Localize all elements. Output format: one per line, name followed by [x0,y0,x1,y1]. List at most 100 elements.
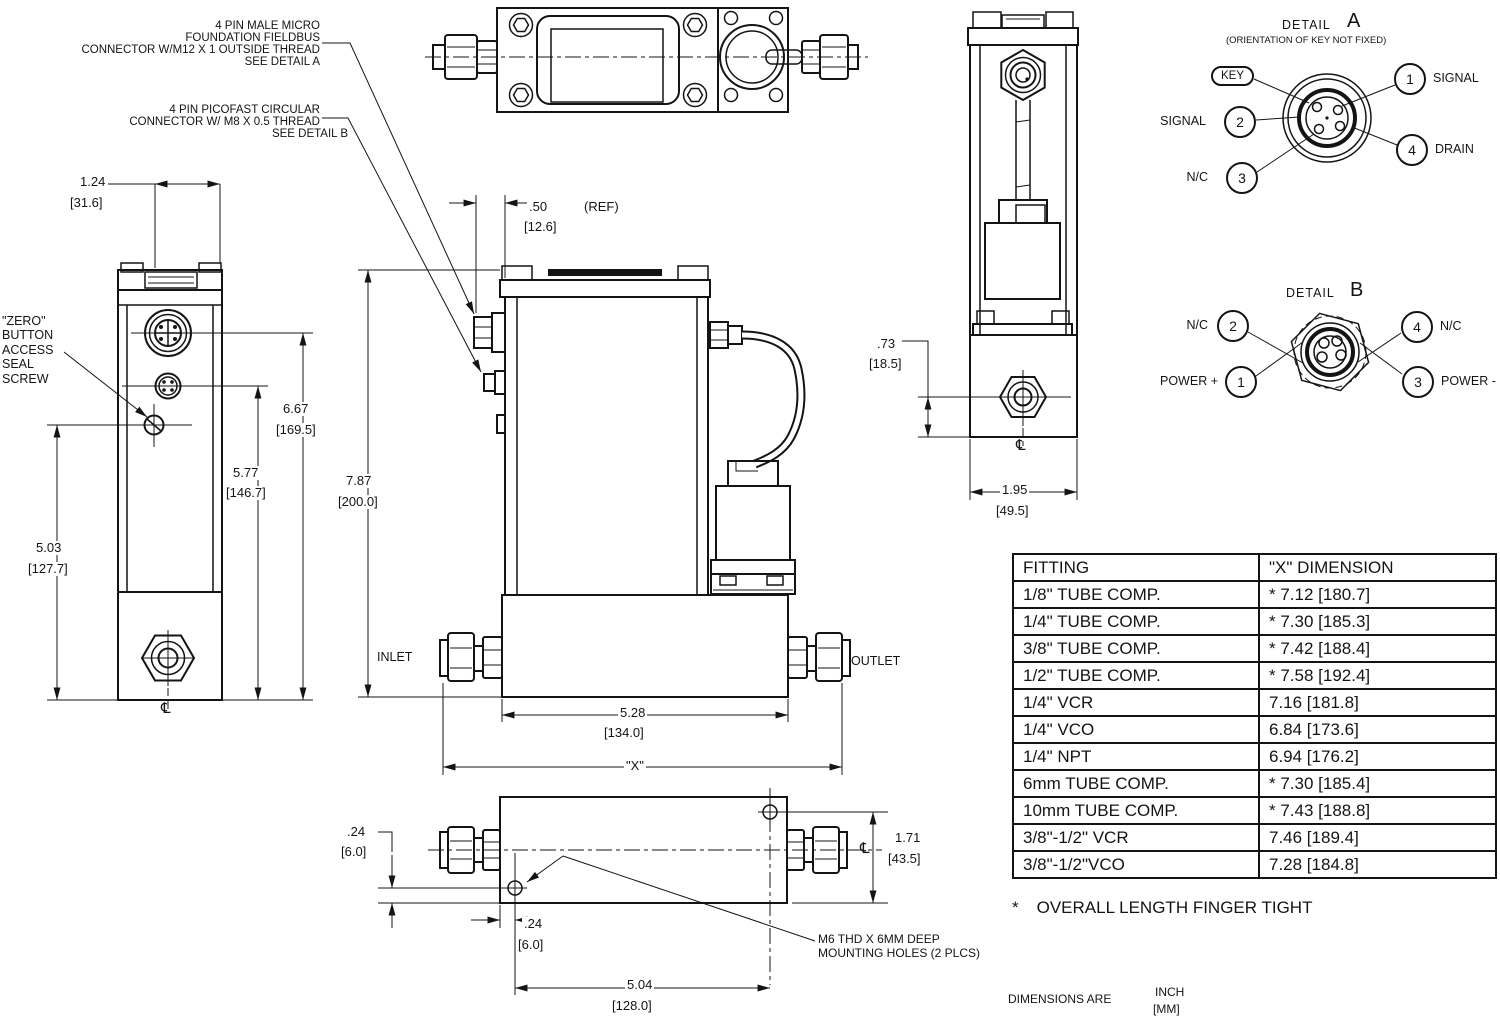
ref-label: (REF) [584,199,619,214]
table-footnote: * OVERALL LENGTH FINGER TIGHT [1012,899,1312,917]
front-view [47,180,313,710]
key-marker: KEY [1211,66,1255,86]
callout-line: FOUNDATION FIELDBUS [185,32,320,45]
dim-0-73-mm: [18.5] [869,356,902,371]
callout-zero-button: "ZERO" BUTTON ACCESS SEAL SCREW [2,314,54,386]
outlet-fitting-bottom [786,826,848,874]
dim-5-28-in: 5.28 [618,705,648,720]
pin-label-drain-4: DRAIN [1435,142,1474,156]
units-inch-label: INCH [1155,985,1185,999]
pin-balloon-1b: 1 [1225,366,1257,398]
pin-balloon-4b: 4 [1401,311,1433,343]
dim-0-24b-in: .24 [522,916,545,931]
right-side-view [902,11,1079,500]
mounting-holes [503,788,782,995]
dim-0-50-mm: [12.6] [524,219,557,234]
pin-balloon-2: 2 [1224,106,1256,138]
table-row: 3/8" TUBE COMP.* 7.42 [188.4] [1012,634,1497,663]
detail-b-title: DETAIL [1286,286,1335,300]
callout-picofast-connector: 4 PIN PICOFAST CIRCULAR CONNECTOR W/ M8 … [100,104,348,140]
pin-balloon-4: 4 [1396,134,1428,166]
detail-a-subtitle: (ORIENTATION OF KEY NOT FIXED) [1226,35,1387,46]
detail-a-letter: A [1347,10,1361,32]
footnote-text: OVERALL LENGTH FINGER TIGHT [1036,898,1313,917]
centerline-symbol: ℄ [161,699,171,717]
cover-screws [508,12,708,108]
pin-label-nc-2b: N/C [1186,318,1208,332]
pin-label-signal-2: SIGNAL [1160,114,1206,128]
dim-5-77-mm: [146.7] [224,485,268,500]
inlet-fitting [439,632,503,682]
callout-fieldbus-connector: 4 PIN MALE MICRO FOUNDATION FIELDBUS CON… [20,20,320,68]
dim-x-label: "X" [624,758,646,773]
dim-7-87-in: 7.87 [344,473,374,488]
callout-line: 4 PIN PICOFAST CIRCULAR [169,104,320,116]
table-header-row: FITTING "X" DIMENSION [1012,553,1497,582]
fitting-dimension-table: FITTING "X" DIMENSION 1/8" TUBE COMP.* 7… [1012,553,1497,879]
table-row: 1/2" TUBE COMP.* 7.58 [192.4] [1012,661,1497,690]
dim-1-95-in: 1.95 [1000,482,1030,497]
pin-label-power-plus: POWER + [1160,374,1218,388]
callout-line: SEE DETAIL A [244,56,320,69]
table-row: 6mm TUBE COMP.* 7.30 [185.4] [1012,769,1497,798]
centerline-symbol: ℄ [1016,436,1026,454]
dim-1-71-in: 1.71 [895,830,921,845]
dim-1-24-in: 1.24 [80,174,106,189]
table-header-fitting: FITTING [1012,553,1260,582]
table-row: 1/8" TUBE COMP.* 7.12 [180.7] [1012,580,1497,609]
table-header-x-dimension: "X" DIMENSION [1258,553,1497,582]
dimensions-are-label: DIMENSIONS ARE [1008,992,1112,1006]
units-mm-label: [MM] [1153,1002,1180,1016]
dim-1-95-mm: [49.5] [994,503,1031,518]
callout-line: 4 PIN MALE MICRO [215,20,320,32]
pin-balloon-3b: 3 [1402,366,1434,398]
inlet-label: INLET [377,650,413,664]
detail-a-connector [1253,73,1398,173]
dim-5-28-mm: [134.0] [602,725,646,740]
outlet-fitting [787,632,851,682]
detail-a-title: DETAIL [1282,18,1331,32]
centerline-symbol: ℄ [860,839,870,857]
table-row: 1/4" TUBE COMP.* 7.30 [185.3] [1012,607,1497,636]
dim-5-04-in: 5.04 [625,977,655,992]
dim-0-24b-mm: [6.0] [516,937,546,952]
table-row: 10mm TUBE COMP.* 7.43 [188.8] [1012,796,1497,825]
callout-line: SEE DETAIL B [271,128,348,141]
pin-label-nc-3: N/C [1186,170,1208,184]
dim-7-87-mm: [200.0] [336,494,380,509]
pin-balloon-3: 3 [1226,162,1258,194]
dim-1-24-mm: [31.6] [70,195,103,210]
outlet-label: OUTLET [851,654,901,668]
dim-5-03-in: 5.03 [34,540,64,555]
pin-balloon-1: 1 [1394,63,1426,95]
pin-label-nc-4b: N/C [1440,319,1462,333]
dim-6-67-in: 6.67 [281,401,311,416]
dim-0-24a-in: .24 [347,824,366,839]
callout-line: CONNECTOR W/ M8 X 0.5 THREAD [129,116,320,129]
side-view [322,42,851,775]
dim-0-24a-mm: [6.0] [341,844,367,859]
pin-label-power-minus: POWER - [1441,374,1496,388]
pin-label-signal-1: SIGNAL [1433,71,1479,85]
dim-5-77-in: 5.77 [231,465,261,480]
dim-0-73-in: .73 [877,336,896,351]
dim-1-71-mm: [43.5] [888,851,921,866]
dim-6-67-mm: [169.5] [274,422,318,437]
inlet-fitting-bottom [439,826,501,874]
callout-mounting-holes: M6 THD X 6MM DEEP MOUNTING HOLES (2 PLCS… [818,932,981,960]
footnote-star: * [1012,898,1019,917]
bottom-view [378,788,888,995]
dim-0-50-in: .50 [529,199,548,214]
detail-b-connector [1247,312,1403,392]
callout-line: CONNECTOR W/M12 X 1 OUTSIDE THREAD [81,44,320,57]
pin-balloon-2b: 2 [1217,310,1249,342]
detail-b-letter: B [1350,279,1364,301]
top-view [425,7,868,113]
